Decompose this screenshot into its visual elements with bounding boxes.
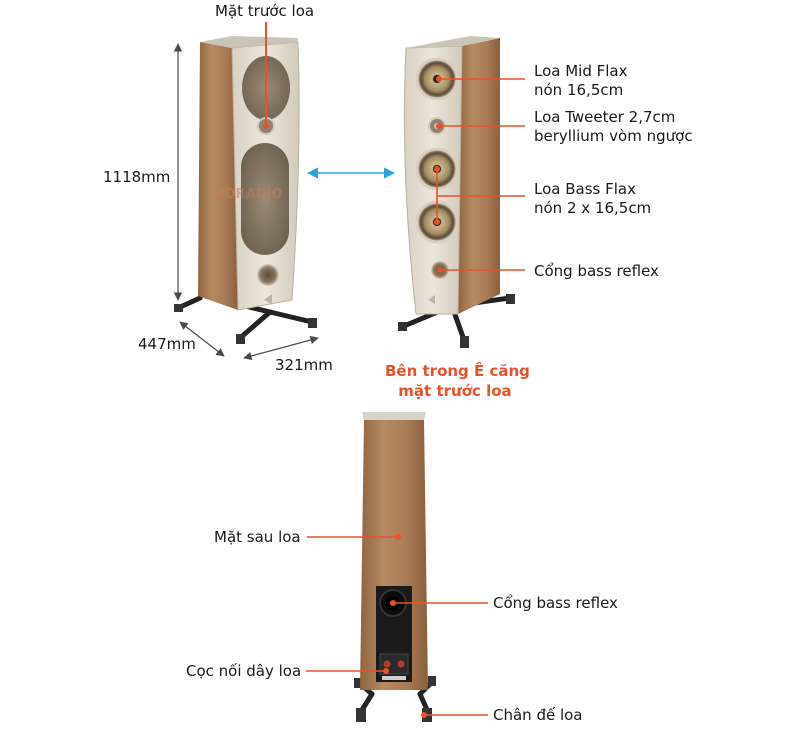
mid-driver-label-line2: nón 16,5cm xyxy=(534,81,624,99)
depth-dimension-label: 447mm xyxy=(138,335,196,353)
width-dimension-line xyxy=(243,335,319,361)
mid-driver-label-line1: Loa Mid Flax xyxy=(534,62,628,80)
terminals-label: Cọc nối dây loa xyxy=(186,662,302,680)
tweeter-label-line2: beryllium vòm ngược xyxy=(534,127,693,145)
bass-driver-label-line2: nón 2 x 16,5cm xyxy=(534,199,652,217)
height-dimension-label: 1118mm xyxy=(103,168,171,186)
feet-label: Chân đế loa xyxy=(493,706,583,724)
caption-line1: Bên trong Ê căng xyxy=(385,362,530,380)
inside-speaker xyxy=(398,36,515,348)
inside-view-caption: Bên trong Ê căng mặt trước loa xyxy=(385,361,530,401)
rear-port-label: Cổng bass reflex xyxy=(493,594,618,612)
watermark: HDRADIO xyxy=(214,187,282,202)
rear-panel-label: Mặt sau loa xyxy=(214,528,301,546)
depth-dimension-line xyxy=(179,321,225,357)
bass-driver-label-line1: Loa Bass Flax xyxy=(534,180,636,198)
tweeter-label-line1: Loa Tweeter 2,7cm xyxy=(534,108,676,126)
caption-line2: mặt trước loa xyxy=(398,382,512,400)
front-port-label: Cổng bass reflex xyxy=(534,262,659,280)
tweeter-label: Loa Tweeter 2,7cm beryllium vòm ngược xyxy=(534,108,693,146)
rear-speaker xyxy=(354,412,436,722)
inside-callout-lines xyxy=(436,78,525,271)
front-view-label: Mặt trước loa xyxy=(215,2,315,20)
width-dimension-label: 321mm xyxy=(275,356,333,374)
rear-callout-lines xyxy=(306,536,488,716)
mid-driver-label: Loa Mid Flax nón 16,5cm xyxy=(534,62,628,100)
bass-driver-label: Loa Bass Flax nón 2 x 16,5cm xyxy=(534,180,651,218)
